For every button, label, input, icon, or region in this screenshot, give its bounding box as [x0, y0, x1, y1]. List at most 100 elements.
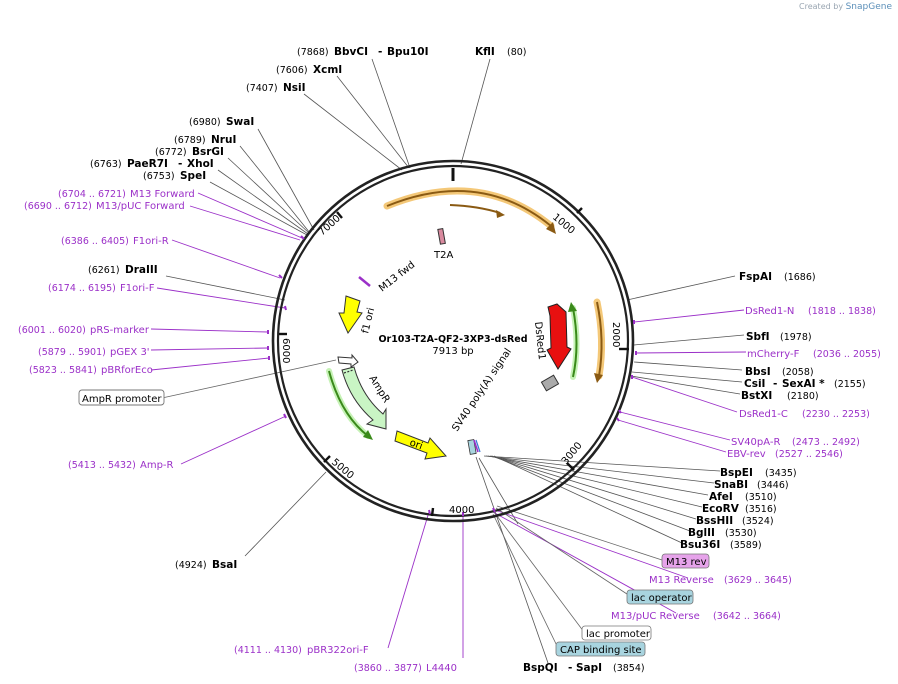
site-nrui-name: NruI	[211, 134, 236, 146]
site-sapi-dash: -	[568, 662, 572, 674]
primer-sv40pa-r-name: SV40pA-R	[731, 437, 780, 448]
credit-prefix: Created by	[799, 2, 844, 11]
primer-m13fwd-pos: (6704 .. 6721)	[58, 189, 126, 200]
site-ecorv-name: EcoRV	[702, 503, 740, 515]
site-bspqi-name: BspQI	[523, 662, 558, 674]
primer-prs-marker-pos: (6001 .. 6020)	[18, 325, 86, 336]
site-paer7i-pos: (6763)	[90, 159, 122, 170]
ampr-promoter-arrow	[337, 353, 359, 368]
primer-pgex3-name: pGEX 3'	[110, 347, 150, 358]
site-sexai-dash: -	[773, 378, 777, 390]
label-m13-fwd: M13 fwd	[377, 260, 417, 295]
site-swai-name: SwaI	[226, 116, 254, 128]
label-lac-promoter: lac promoter	[586, 629, 651, 640]
ori-arrow	[394, 430, 447, 460]
tick-label-4000: 4000	[449, 505, 474, 516]
site-ecorv-pos: (3516)	[745, 504, 777, 515]
primer-m13puc-fwd-pos: (6690 .. 6712)	[24, 201, 92, 212]
primer-f1ori-f-name: F1ori-F	[120, 283, 155, 294]
scale-ticks	[279, 207, 629, 517]
site-bsai-pos: (4924)	[175, 560, 207, 571]
sv40-polya-box	[540, 374, 560, 392]
tick-label-2000: 2000	[610, 322, 621, 347]
site-bbsi-name: BbsI	[745, 366, 771, 378]
label-t2a: T2A	[433, 250, 453, 261]
site-bbvci-pos: (7868)	[297, 47, 329, 58]
site-sbfi-name: SbfI	[746, 331, 770, 343]
feature-leader-lines	[161, 359, 663, 649]
plasmid-length: 7913 bp	[432, 346, 473, 357]
primer-m13fwd-name: M13 Forward	[130, 189, 195, 200]
cds-arc-qf2-inner	[449, 204, 505, 218]
site-paer7i-name: PaeR7I	[127, 158, 168, 170]
site-kfli-name: KflI	[475, 46, 495, 58]
site-fspai-name: FspAI	[739, 271, 772, 283]
primer-m13-reverse-name: M13 Reverse	[649, 575, 714, 586]
primer-site-marks	[267, 235, 637, 516]
site-xhoi-name: XhoI	[187, 158, 214, 170]
m13-fwd-marker	[358, 276, 371, 287]
site-bpu10i-dash: -	[378, 46, 382, 58]
label-ori: ori	[408, 437, 424, 452]
site-bspei-pos: (3435)	[765, 468, 797, 479]
site-xcmi-name: XcmI	[313, 64, 342, 76]
site-bsrgi-pos: (6772)	[155, 147, 187, 158]
primer-pbr322ori-pos: (4111 .. 4130)	[234, 645, 302, 656]
site-draiii-name: DraIII	[125, 264, 158, 276]
site-bstxi-name: BstXI	[741, 390, 772, 402]
site-bsu36i-name: Bsu36I	[680, 539, 720, 551]
site-sexai-name: SexAI *	[782, 378, 825, 390]
label-ampr-promoter: AmpR promoter	[82, 394, 162, 405]
site-bbsi-pos: (2058)	[782, 367, 814, 378]
ampr-outer-arc	[326, 368, 373, 440]
site-afei-pos: (3510)	[745, 492, 777, 503]
site-nsii-pos: (7407)	[246, 83, 278, 94]
snapgene-credit: Created by SnapGene	[799, 2, 892, 12]
primer-dsred1-n-name: DsRed1-N	[745, 306, 794, 317]
snapgene-logo: SnapGene	[845, 2, 892, 12]
site-nrui-pos: (6789)	[174, 135, 206, 146]
dsred1-arrow	[546, 303, 572, 370]
site-bstxi-pos: (2180)	[787, 391, 819, 402]
lac-operator-box	[626, 589, 694, 605]
m13-rev-box	[661, 553, 710, 569]
site-snabi-pos: (3446)	[757, 480, 789, 491]
site-bpu10i-name: Bpu10I	[387, 46, 429, 58]
site-bbvci-name: BbvCI	[334, 46, 368, 58]
label-lac-operator: lac operator	[631, 593, 692, 604]
primer-f1ori-r-name: F1ori-R	[133, 236, 169, 247]
primer-l4440-pos: (3860 .. 3877)	[354, 663, 422, 674]
enzyme-leader-lines	[165, 58, 745, 664]
backbone-outer	[271, 159, 635, 523]
site-bsu36i-pos: (3589)	[730, 540, 762, 551]
primer-prs-marker-name: pRS-marker	[90, 325, 150, 336]
primer-m13puc-rev-name: M13/pUC Reverse	[611, 611, 700, 622]
primer-amp-r-name: Amp-R	[140, 460, 174, 471]
primer-mcherry-f-pos: (2036 .. 2055)	[813, 349, 881, 360]
label-f1-ori: f1 ori	[360, 307, 377, 335]
site-spei-pos: (6753)	[143, 171, 175, 182]
cds-arc-right	[593, 298, 606, 383]
primer-pbrforeco-pos: (5823 .. 5841)	[29, 365, 97, 376]
backbone-inner	[276, 164, 630, 518]
site-sapi-name: SapI	[576, 662, 602, 674]
site-bspei-name: BspEI	[720, 467, 753, 479]
site-sbfi-pos: (1978)	[780, 332, 812, 343]
site-nsii-name: NsiI	[283, 82, 306, 94]
t2a-box	[437, 228, 446, 245]
site-csii-pos: (2155)	[834, 379, 866, 390]
site-draiii-pos: (6261)	[88, 265, 120, 276]
ampr-promoter-box	[78, 389, 165, 406]
site-bsai-name: BsaI	[212, 559, 237, 571]
primer-m13puc-fwd-name: M13/pUC Forward	[96, 201, 185, 212]
label-m13-rev: M13 rev	[666, 557, 707, 568]
primer-mcherry-f-name: mCherry-F	[747, 349, 800, 360]
primer-pgex3-pos: (5879 .. 5901)	[38, 347, 106, 358]
cds-arc-qf2	[383, 187, 556, 234]
primer-pbr322ori-name: pBR322ori-F	[307, 645, 369, 656]
site-snabi-name: SnaBI	[714, 479, 748, 491]
site-bsshii-name: BssHII	[696, 515, 733, 527]
primer-pbrforeco-name: pBRforEco	[101, 365, 153, 376]
site-xhoi-dash: -	[178, 158, 182, 170]
